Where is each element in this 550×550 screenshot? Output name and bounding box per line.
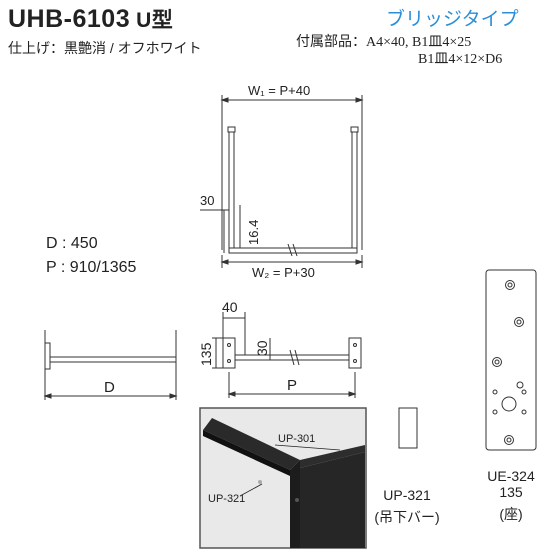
side-view <box>43 330 178 400</box>
finish-text: 仕上げ：黒艶消 / オフホワイト <box>8 40 202 56</box>
front-view <box>200 95 364 268</box>
bottom-dim-30: 30 <box>254 340 270 356</box>
ue324-desc: (座) <box>499 506 523 522</box>
up321-code: UP-321 <box>383 487 431 503</box>
callout-up321: UP-321 <box>208 493 245 505</box>
bottom-dim-135: 135 <box>198 342 214 366</box>
accessories-line-1: 付属部品：A4×40, B1皿4×25 <box>296 35 472 50</box>
dimension-spec: D : 450 P : 910/1365 <box>46 232 136 280</box>
front-dim-30: 30 <box>200 193 214 208</box>
depth-spec: D : 450 <box>46 235 98 252</box>
type-label: U型 <box>136 9 174 32</box>
bottom-dim-40: 40 <box>222 299 238 315</box>
bottom-view <box>212 312 362 398</box>
w2-label: W₂ = P+30 <box>252 265 315 280</box>
pitch-spec: P : 910/1365 <box>46 259 137 276</box>
ue324-part <box>485 269 537 451</box>
side-d-label: D <box>104 379 115 396</box>
up321-part <box>398 407 418 449</box>
bracket-photo <box>199 407 367 549</box>
ue324-code: UE-324 <box>487 468 535 484</box>
ue324-size: 135 <box>499 484 523 500</box>
callout-up301: UP-301 <box>278 433 315 445</box>
front-dim-16-4: 16.4 <box>246 220 261 245</box>
series-name: ブリッジタイプ <box>386 9 519 30</box>
bottom-p-label: P <box>287 377 297 394</box>
ue324-caption: UE-324 135 (座) <box>474 468 548 524</box>
up321-caption: UP-321 (吊下バー) <box>372 487 442 527</box>
accessories-line-2: B1皿4×12×D6 <box>418 52 503 67</box>
w1-label: W₁ = P+40 <box>248 83 310 98</box>
model-number: UHB-6103 <box>8 5 131 33</box>
up321-desc: (吊下バー) <box>374 509 440 525</box>
